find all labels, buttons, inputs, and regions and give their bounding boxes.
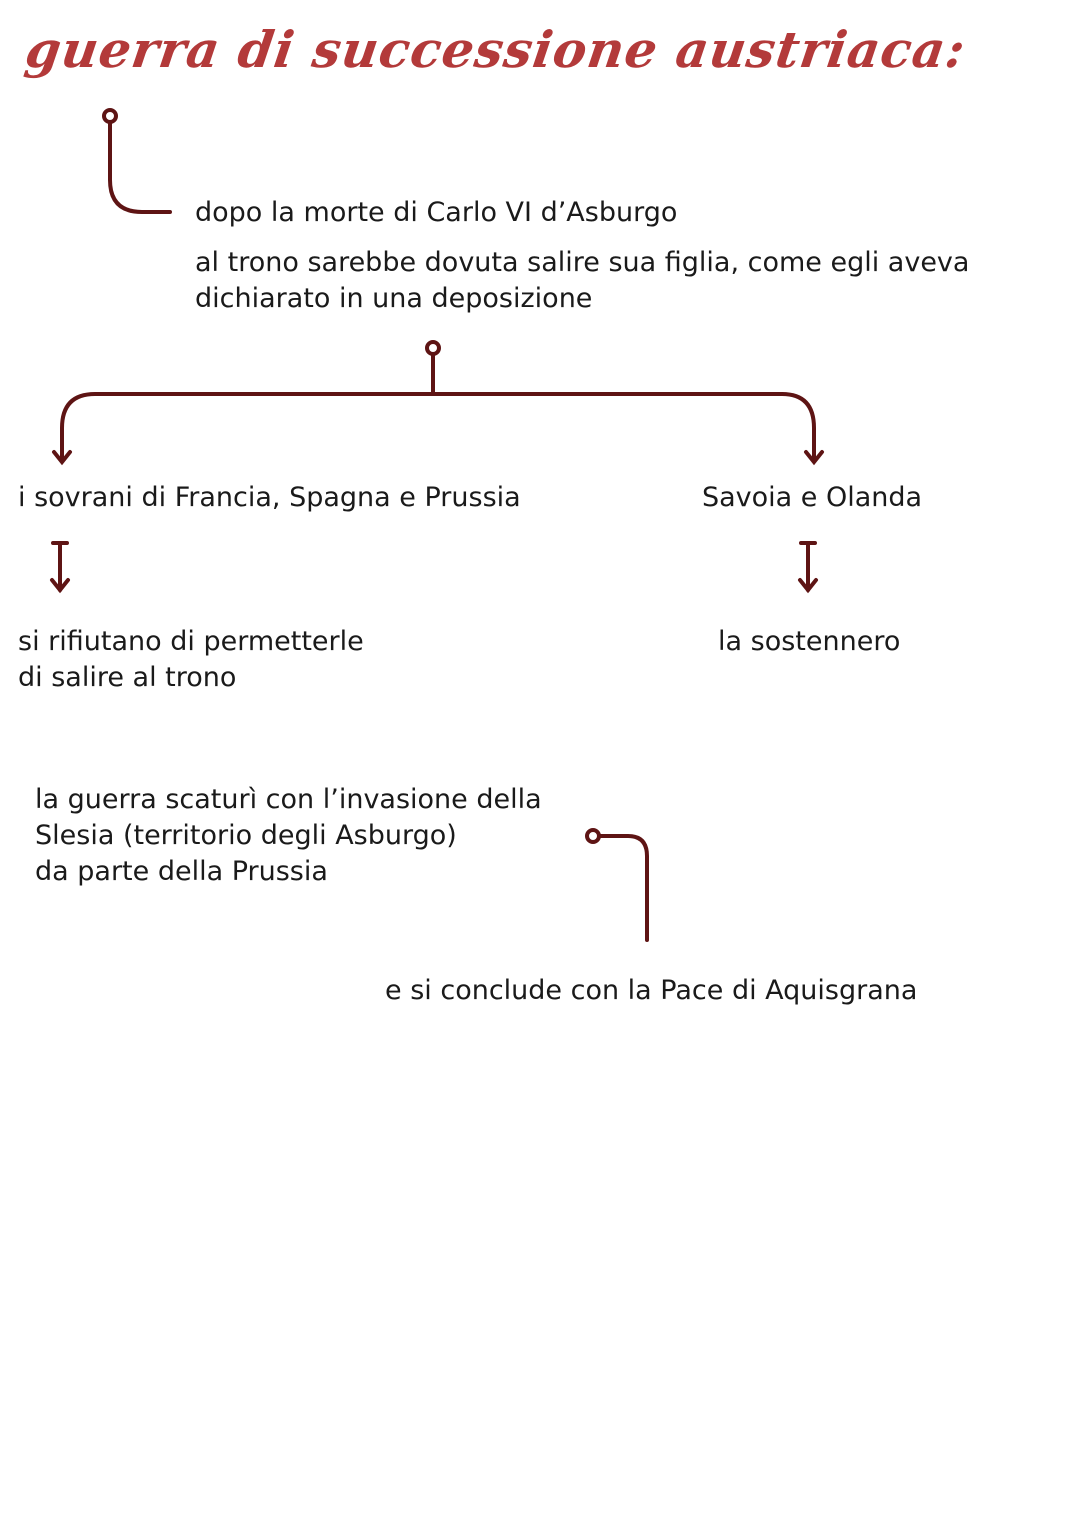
title-connector-icon: [102, 108, 172, 214]
heir-text: al trono sarebbe dovuta salire sua figli…: [195, 247, 970, 314]
war-start-text: la guerra scaturì con l’invasione della …: [35, 784, 542, 887]
left-branch-text: i sovrani di Francia, Spagna e Prussia: [18, 482, 521, 513]
branch-connector-icon: [52, 340, 824, 466]
right-branch-text: Savoia e Olanda: [702, 482, 923, 513]
left-arrow-icon: [50, 541, 70, 594]
war-end-text: e si conclude con la Pace di Aquisgrana: [385, 975, 918, 1006]
war-connector-icon: [585, 828, 649, 942]
right-result-text: la sostennero: [718, 626, 901, 657]
right-arrow-icon: [798, 541, 818, 594]
cause-text: dopo la morte di Carlo VI d’Asburgo: [195, 197, 678, 228]
left-result-text: si rifiutano di permetterle di salire al…: [18, 626, 364, 693]
